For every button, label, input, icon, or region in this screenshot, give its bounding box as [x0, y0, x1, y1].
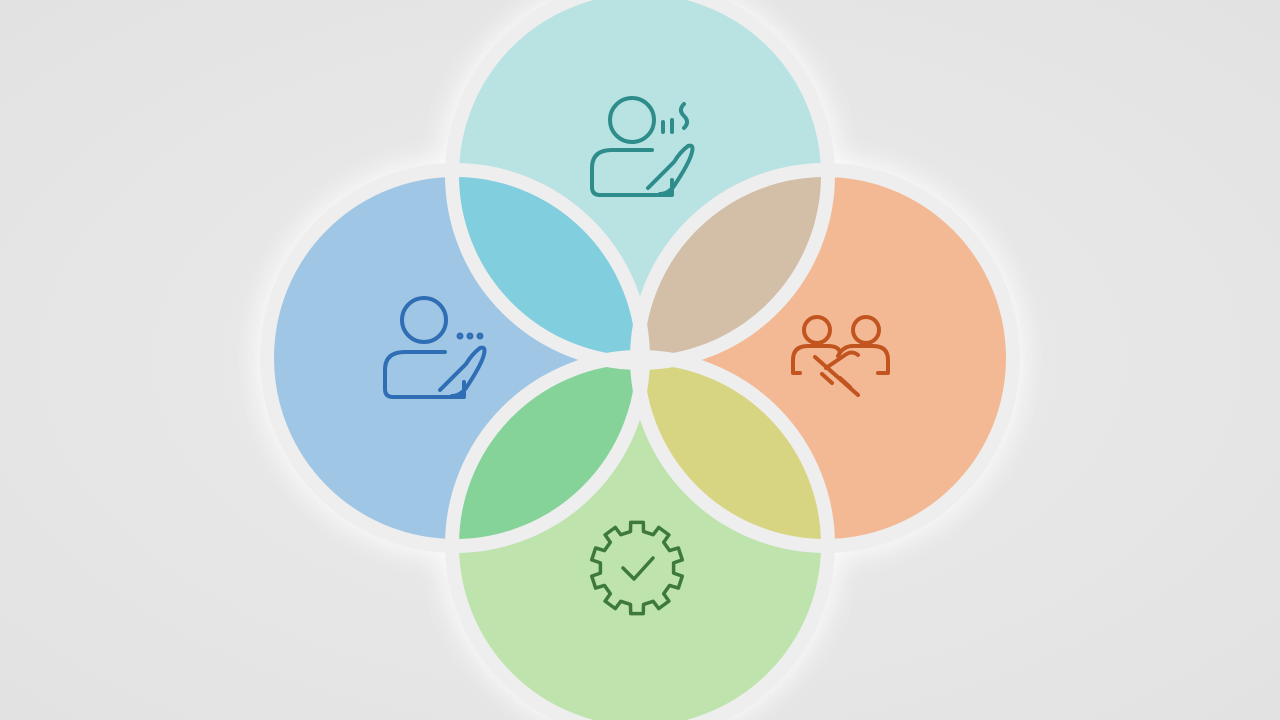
- divider-bottom: [445, 350, 835, 720]
- two-people-handshake-icon: [791, 315, 890, 397]
- person-speaking-icon: [590, 96, 695, 197]
- person-thinking-icon: [383, 296, 487, 399]
- gear-check-icon: [589, 520, 685, 616]
- circle-dividers: [260, 0, 1020, 720]
